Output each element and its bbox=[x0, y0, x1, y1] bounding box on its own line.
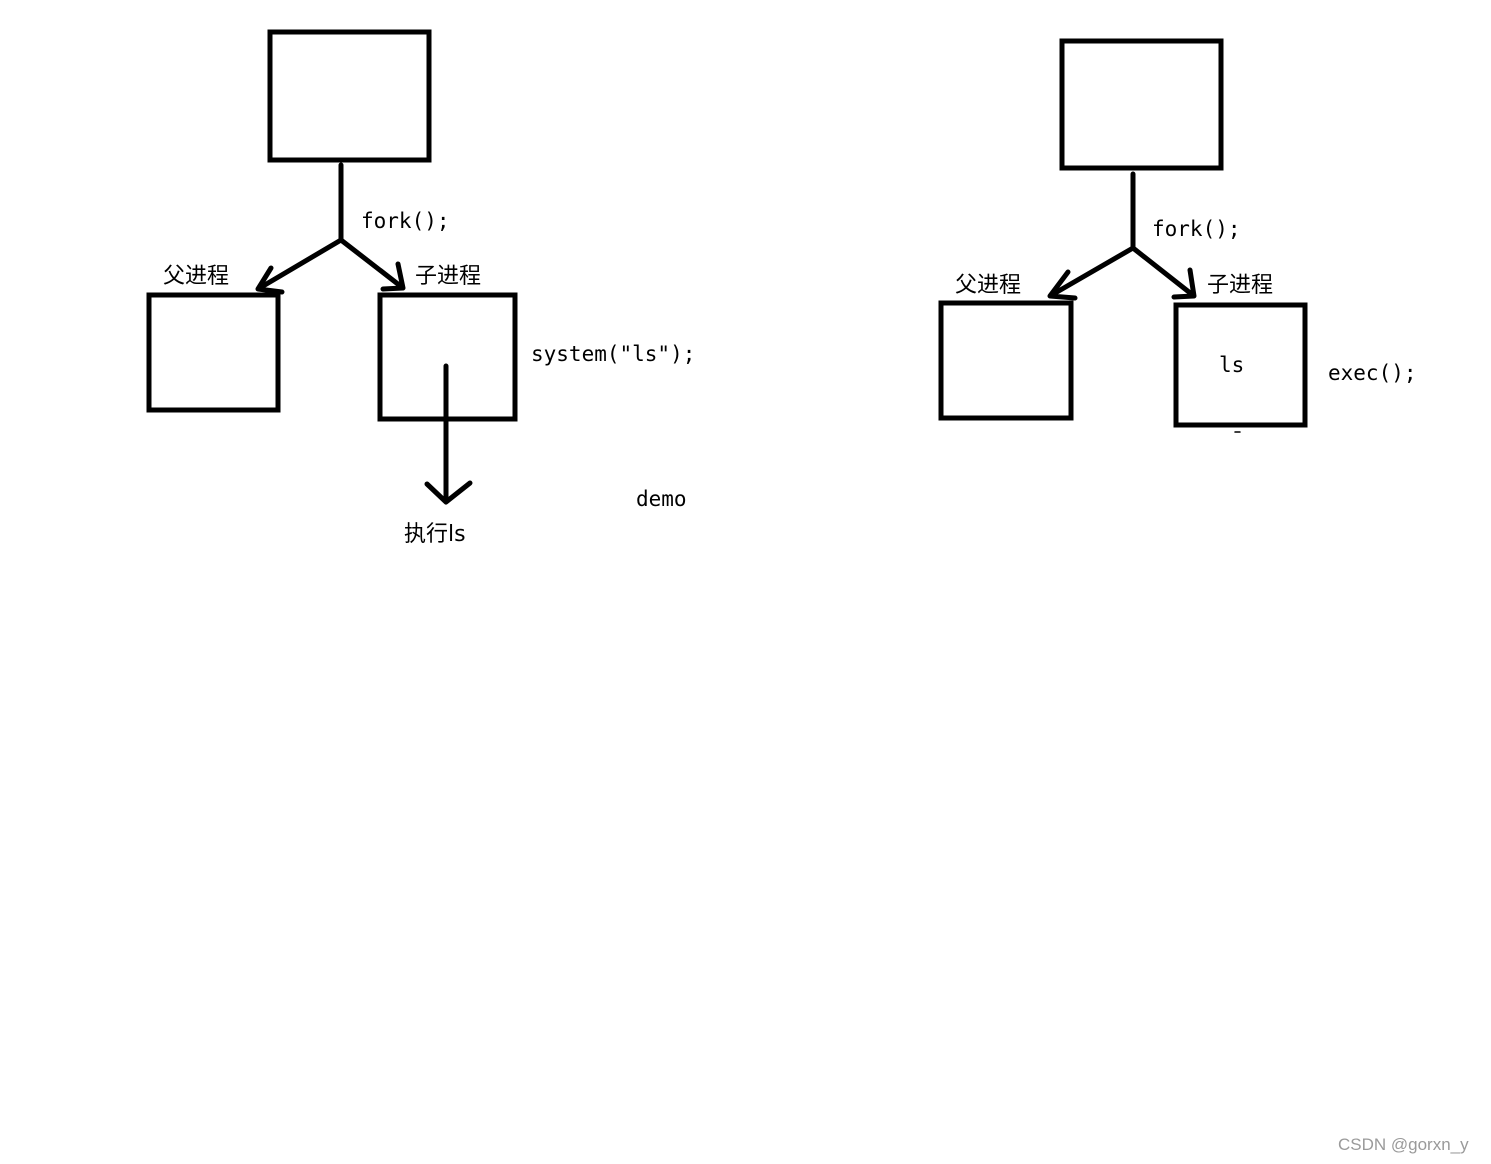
right-child-content-label: ls bbox=[1219, 353, 1244, 377]
right-child-label: 子进程 bbox=[1207, 273, 1273, 298]
left-diagram: fork(); 父进程 子进程 system("ls"); 执行ls demo bbox=[146, 29, 695, 547]
right-parent-process-box bbox=[938, 300, 1074, 421]
left-child-branch-arrow bbox=[338, 237, 406, 292]
left-parent-label: 父进程 bbox=[163, 264, 229, 289]
right-original-process-box bbox=[1059, 38, 1224, 171]
right-parent-label: 父进程 bbox=[955, 273, 1021, 298]
left-parent-branch-arrow bbox=[255, 237, 344, 295]
right-child-branch-arrow bbox=[1130, 245, 1197, 300]
left-exec-arrow bbox=[424, 363, 473, 505]
left-system-call-label: system("ls"); bbox=[531, 342, 695, 366]
right-diagram: fork(); 父进程 子进程 ls exec(); bbox=[938, 38, 1417, 433]
left-fork-label: fork(); bbox=[361, 209, 450, 233]
left-demo-label: demo bbox=[636, 487, 687, 511]
right-child-process-box bbox=[1173, 302, 1308, 428]
left-child-label: 子进程 bbox=[415, 264, 481, 289]
csdn-watermark: CSDN @gorxn_y bbox=[1338, 1135, 1469, 1154]
left-original-process-box bbox=[267, 29, 432, 163]
right-exec-call-label: exec(); bbox=[1328, 361, 1417, 385]
right-parent-branch-arrow bbox=[1047, 245, 1136, 301]
right-fork-label: fork(); bbox=[1152, 217, 1241, 241]
left-parent-process-box bbox=[146, 292, 281, 413]
left-exec-result-label: 执行ls bbox=[404, 522, 466, 547]
